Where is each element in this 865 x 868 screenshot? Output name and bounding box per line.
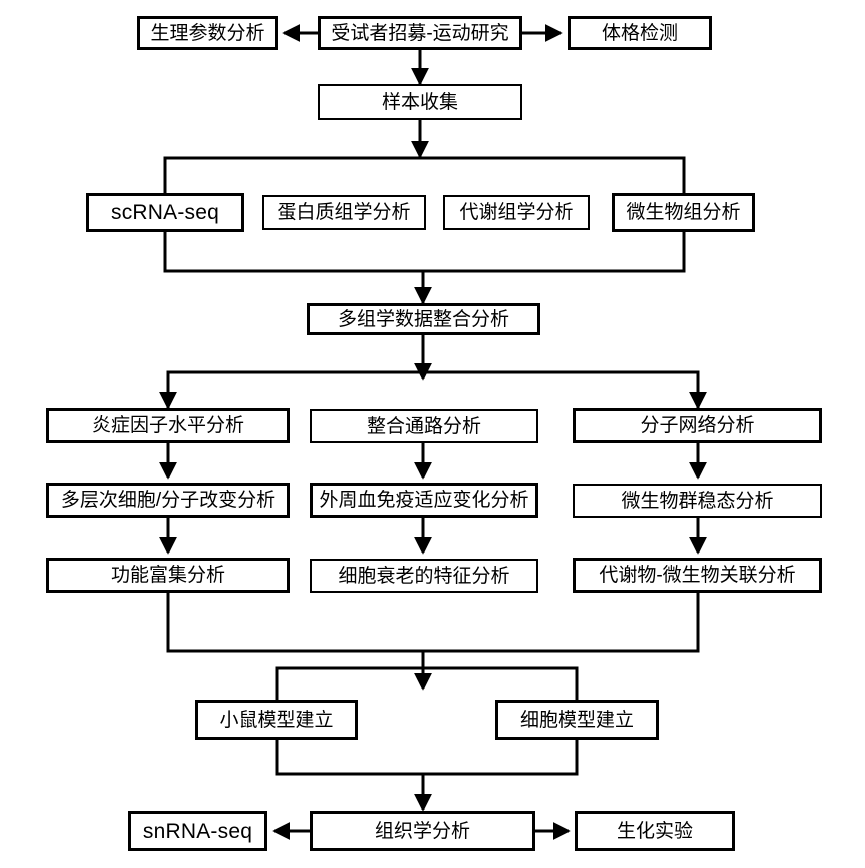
edge-columns-distribution-bus bbox=[166, 370, 700, 404]
node-metabolite-microbe-association-analysis[interactable]: 代谢物-微生物关联分析 bbox=[573, 558, 822, 593]
node-physiological-parameter-analysis[interactable]: 生理参数分析 bbox=[137, 16, 278, 50]
node-integrated-pathway-analysis[interactable]: 整合通路分析 bbox=[310, 409, 538, 443]
node-cell-model-establishment[interactable]: 细胞模型建立 bbox=[495, 700, 659, 740]
node-sample-collection[interactable]: 样本收集 bbox=[318, 84, 522, 120]
node-proteomics-analysis[interactable]: 蛋白质组学分析 bbox=[262, 195, 426, 230]
edge-models-distribution-bus bbox=[275, 666, 579, 700]
node-inflammatory-factor-level-analysis[interactable]: 炎症因子水平分析 bbox=[46, 408, 290, 443]
node-subject-recruitment-exercise-study[interactable]: 受试者招募-运动研究 bbox=[318, 16, 522, 50]
edge-models-merge-bus bbox=[275, 740, 579, 776]
node-microbiome-analysis[interactable]: 微生物组分析 bbox=[612, 193, 755, 232]
node-multilevel-cell-molecule-change-analysis[interactable]: 多层次细胞/分子改变分析 bbox=[46, 483, 290, 518]
node-microbiota-homeostasis-analysis[interactable]: 微生物群稳态分析 bbox=[573, 484, 822, 518]
edge-omics-distribution-bus bbox=[163, 156, 686, 193]
node-histological-analysis[interactable]: 组织学分析 bbox=[310, 811, 535, 851]
node-molecular-network-analysis[interactable]: 分子网络分析 bbox=[573, 408, 822, 443]
node-scrna-seq[interactable]: scRNA-seq bbox=[86, 193, 244, 232]
node-cell-senescence-feature-analysis[interactable]: 细胞衰老的特征分析 bbox=[310, 559, 538, 593]
node-multiomics-integration-analysis[interactable]: 多组学数据整合分析 bbox=[307, 303, 540, 335]
node-physical-examination[interactable]: 体格检测 bbox=[568, 16, 712, 50]
node-functional-enrichment-analysis[interactable]: 功能富集分析 bbox=[46, 558, 290, 593]
node-mouse-model-establishment[interactable]: 小鼠模型建立 bbox=[195, 700, 358, 740]
edge-omics-merge-bus bbox=[163, 232, 686, 273]
node-snrna-seq[interactable]: snRNA-seq bbox=[128, 811, 267, 851]
edge-columns-merge-bus bbox=[166, 593, 700, 653]
node-metabolomics-analysis[interactable]: 代谢组学分析 bbox=[443, 195, 590, 230]
node-peripheral-blood-immune-adaptation-analysis[interactable]: 外周血免疫适应变化分析 bbox=[310, 483, 538, 518]
node-biochemical-experiment[interactable]: 生化实验 bbox=[575, 811, 735, 851]
